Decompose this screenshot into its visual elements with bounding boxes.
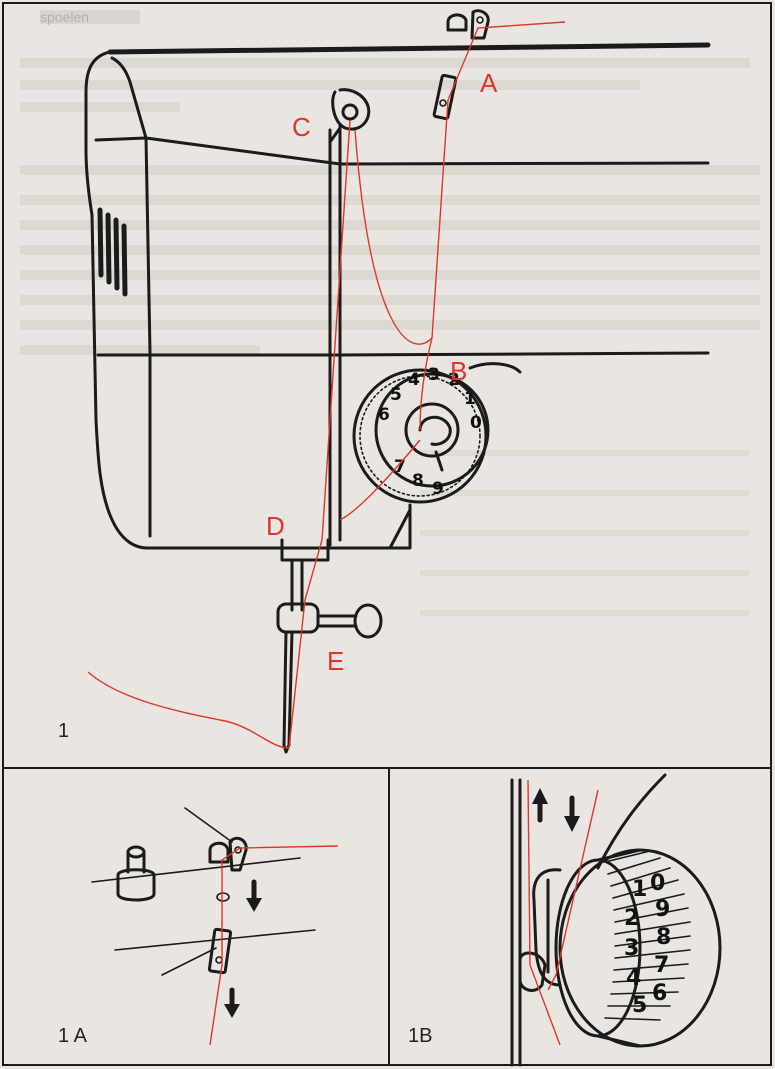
callout-e: E — [327, 646, 344, 676]
dial-num-1: 1 — [464, 389, 476, 409]
faint-line-16 — [420, 570, 750, 576]
dial-b-num-9: 9 — [655, 897, 670, 922]
dial-b-num-1: 1 — [632, 877, 647, 902]
arm-line-3 — [338, 351, 710, 357]
detail-a-hole — [216, 892, 230, 902]
detail-b-arc — [596, 773, 667, 870]
needle — [282, 630, 294, 754]
detail-a-lower-line — [114, 929, 316, 951]
detail-a-pointer-1 — [184, 807, 233, 843]
dial-num-0: 0 — [470, 413, 482, 433]
needle-bar — [290, 558, 304, 612]
detail-1b: 0 1 2 3 4 5 6 7 8 9 1B — [408, 773, 722, 1067]
dial-b-num-4: 4 — [626, 966, 641, 991]
tension-dial-numbers: 6 5 4 3 2 1 0 9 8 7 — [378, 365, 482, 499]
dial-num-5: 5 — [390, 385, 402, 405]
detail-b-thread-2 — [547, 789, 599, 991]
arm-top-line — [107, 42, 711, 55]
faint-line-10 — [20, 295, 760, 305]
faint-text-background — [20, 10, 760, 616]
detail-b-bracket — [518, 868, 562, 992]
dial-b-num-7: 7 — [654, 953, 669, 978]
faint-line-2 — [20, 58, 750, 68]
faint-line-15 — [420, 530, 750, 536]
thread-path-main — [87, 21, 566, 749]
down-arrow-icon — [564, 795, 580, 832]
callout-c: C — [292, 112, 311, 142]
dial-num-2: 2 — [448, 370, 460, 390]
presser-bar-housing — [280, 538, 330, 562]
dial-b-num-0: 0 — [650, 871, 665, 896]
dial-num-9: 9 — [432, 479, 444, 499]
detail-a-upper-line — [91, 857, 301, 883]
head-top-curve — [110, 56, 342, 166]
dial-knurling — [604, 850, 691, 1021]
dial-num-4: 4 — [408, 370, 420, 390]
callout-a: A — [480, 68, 498, 98]
faint-line-17 — [420, 610, 750, 616]
faint-line-1 — [40, 10, 140, 24]
spool-pin — [116, 845, 156, 902]
figure-1-label: 1 — [58, 720, 69, 742]
faint-line-14 — [420, 490, 750, 496]
callout-b: B — [450, 356, 467, 386]
dial-num-8: 8 — [412, 471, 424, 491]
faint-line-3 — [20, 80, 640, 90]
down-arrow-icon — [246, 879, 262, 912]
dial-b-num-5: 5 — [632, 993, 647, 1018]
faint-line-5 — [20, 165, 760, 175]
main-figure: 6 5 4 3 2 1 0 9 8 7 — [58, 9, 711, 754]
detail-a-lower-guide — [207, 927, 233, 975]
dial-b-num-6: 6 — [652, 981, 667, 1006]
faint-line-4 — [20, 102, 180, 112]
detail-a-thread — [209, 845, 339, 1046]
dial-num-6: 6 — [378, 405, 390, 425]
presser-foot-right — [328, 508, 412, 550]
arm-line-2 — [338, 161, 710, 166]
vent-slots — [97, 207, 128, 297]
needle-clamp — [276, 602, 383, 639]
detail-b-dial-numbers: 0 1 2 3 4 5 6 7 8 9 — [624, 871, 671, 1018]
up-arrow-icon — [532, 788, 548, 823]
figure-1b-label: 1B — [408, 1025, 432, 1047]
faint-text-first-line: spoelen — [40, 9, 89, 25]
faint-line-9 — [20, 270, 760, 280]
faint-line-7 — [20, 220, 760, 230]
detail-a-top-guide — [208, 836, 248, 872]
head-mid-line — [94, 136, 148, 142]
faint-line-12 — [20, 345, 260, 355]
take-up-lever — [328, 88, 371, 144]
dial-b-num-3: 3 — [624, 936, 639, 961]
detail-1a: 1 A — [58, 807, 339, 1047]
faint-line-11 — [20, 320, 760, 330]
dial-b-num-2: 2 — [624, 906, 639, 931]
dial-b-num-8: 8 — [656, 925, 671, 950]
faint-line-8 — [20, 245, 760, 255]
down-arrow-icon — [224, 987, 240, 1018]
faint-line-13 — [420, 450, 750, 456]
detail-a-pointer-2 — [161, 947, 217, 976]
top-thread-guide — [432, 9, 490, 121]
dial-num-3: 3 — [428, 365, 440, 385]
detail-b-dial — [554, 848, 722, 1048]
tension-dial — [352, 362, 522, 504]
callout-d: D — [266, 511, 285, 541]
faint-line-6 — [20, 195, 760, 205]
head-inner-edge — [144, 136, 152, 538]
machine-head-outline — [84, 50, 412, 550]
dial-num-7: 7 — [394, 457, 406, 477]
detail-b-thread-1 — [527, 779, 561, 1046]
figure-1a-label: 1 A — [58, 1025, 88, 1047]
